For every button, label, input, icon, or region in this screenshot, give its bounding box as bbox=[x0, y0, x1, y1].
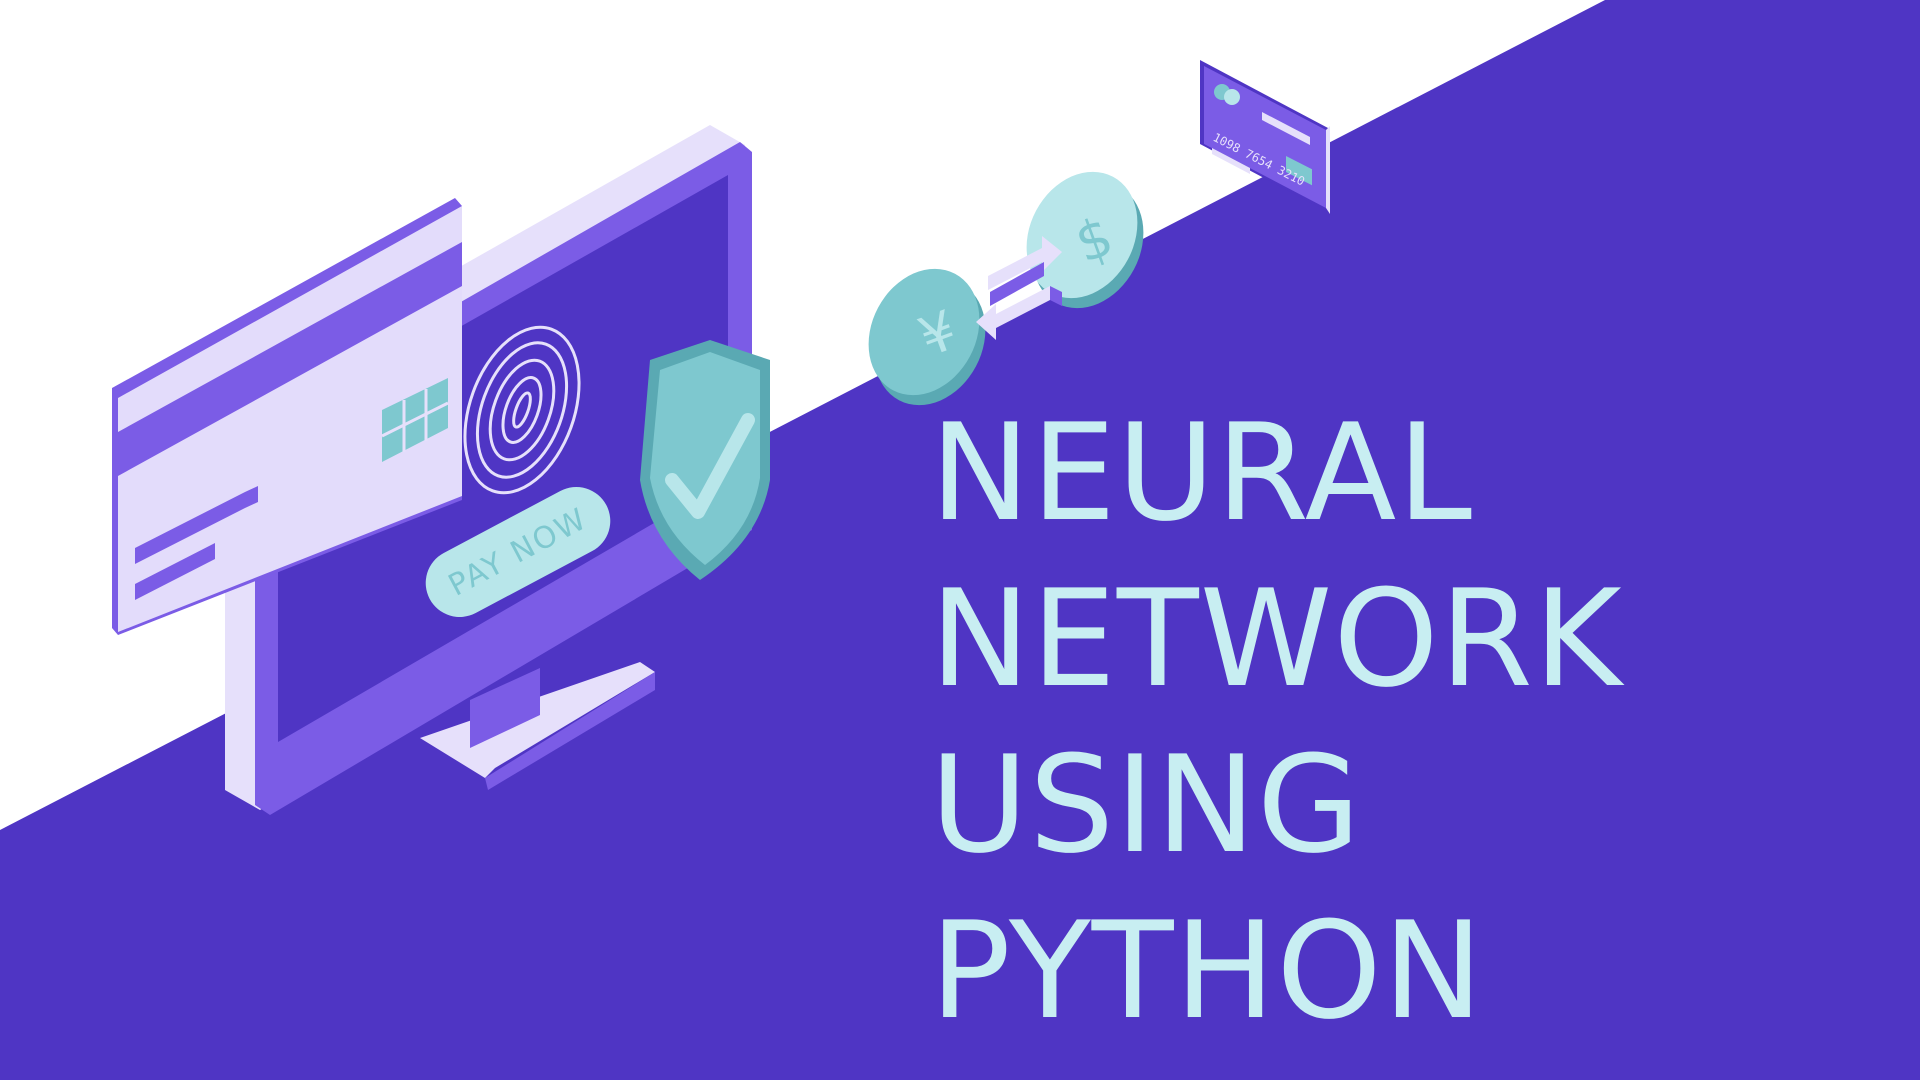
title-line-4: PYTHON bbox=[930, 893, 1485, 1049]
yen-coin-icon: ¥ bbox=[868, 268, 986, 406]
card-text-line-2 bbox=[135, 543, 215, 600]
dollar-coin-icon: $ bbox=[1026, 171, 1144, 309]
title-line-2: NETWORK bbox=[930, 561, 1623, 717]
title-line-3: USING bbox=[930, 727, 1362, 883]
exchange-arrows-icon bbox=[976, 236, 1062, 340]
computer-monitor-icon: PAY NOW bbox=[225, 125, 770, 815]
monitor-stand-neck bbox=[470, 668, 540, 748]
card-text-line-1 bbox=[135, 492, 245, 564]
fingerprint-icon bbox=[463, 325, 581, 495]
page-title: NEURAL NETWORK USING PYTHON bbox=[930, 390, 1623, 1054]
shield-check-icon bbox=[640, 340, 770, 580]
title-line-1: NEURAL bbox=[930, 395, 1473, 551]
monitor-stand-base bbox=[420, 662, 655, 778]
credit-card-icon bbox=[112, 198, 462, 635]
small-credit-card-icon: 1098 7654 3210 bbox=[1200, 60, 1330, 214]
credit-card-stripe bbox=[118, 242, 462, 476]
